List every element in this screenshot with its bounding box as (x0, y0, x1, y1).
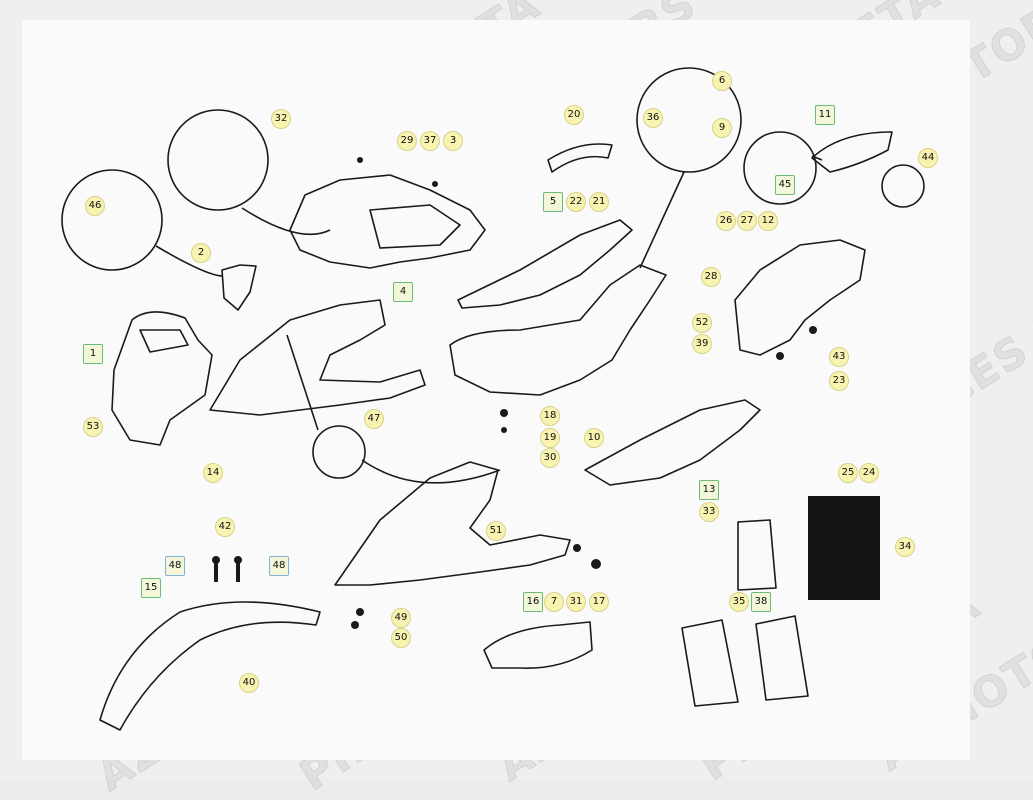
part-label: 4 (393, 282, 413, 302)
part-label: 27 (737, 211, 757, 231)
part-label: 36 (643, 108, 663, 128)
part-label: 42 (215, 517, 235, 537)
part-label: 29 (397, 131, 417, 151)
part-label: 11 (815, 105, 835, 125)
detail-circle-36 (636, 67, 742, 173)
part-label: 48 (165, 556, 185, 576)
grab-handle-20 (547, 143, 613, 173)
part-label: 2 (191, 243, 211, 263)
part-label: 44 (918, 148, 938, 168)
diagram-area (22, 20, 970, 760)
part-label: 50 (391, 628, 411, 648)
side-panel-5 (457, 219, 633, 309)
part-label: 52 (692, 313, 712, 333)
detail-circle-46 (61, 169, 163, 271)
part-label: 5 (543, 192, 563, 212)
bag-38 (755, 615, 809, 701)
part-label: 43 (829, 347, 849, 367)
part-label: 34 (895, 537, 915, 557)
part-label: 18 (540, 406, 560, 426)
detail-circle-44 (881, 164, 925, 208)
part-label: 10 (584, 428, 604, 448)
part-label: 37 (420, 131, 440, 151)
part-label: 12 (758, 211, 778, 231)
front-fender-15 (99, 601, 321, 731)
part-label: 22 (566, 192, 586, 212)
part-label: 20 (564, 105, 584, 125)
part-label: 51 (486, 521, 506, 541)
tank-cover-3 (289, 174, 486, 269)
part-label: 33 (699, 502, 719, 522)
leader-36 (639, 171, 685, 269)
mudguard-17 (483, 621, 593, 669)
part-label: 16 (523, 592, 543, 612)
part-label: 13 (699, 480, 719, 500)
part-label: 14 (203, 463, 223, 483)
part-label: 38 (751, 592, 771, 612)
exploded-parts-diagram (22, 20, 970, 760)
seat-10 (449, 264, 667, 396)
radiator-shroud-4 (209, 299, 426, 416)
detail-circle-32 (167, 109, 269, 211)
side-panel-13 (584, 399, 761, 486)
bag-33 (737, 519, 777, 591)
bracket-2 (221, 264, 257, 311)
part-label: 24 (859, 463, 879, 483)
part-label: 49 (391, 608, 411, 628)
diagram-canvas: AZMOTORSPIECES BETAAZMOTORSPIECES BETAAZ… (22, 0, 1033, 800)
headlight-mask-1 (111, 311, 213, 446)
part-label: 9 (712, 118, 732, 138)
leader-47a (286, 334, 319, 431)
detail-circle-47 (312, 425, 366, 479)
part-label: 35 (729, 592, 749, 612)
mask-visor (139, 329, 189, 353)
part-label: 46 (85, 196, 105, 216)
part-label: 39 (692, 334, 712, 354)
part-label: 45 (775, 175, 795, 195)
part-label: 30 (540, 448, 560, 468)
part-label: 28 (701, 267, 721, 287)
part-label: 47 (364, 409, 384, 429)
bag-35 (681, 619, 739, 707)
part-label: 32 (271, 109, 291, 129)
part-label: 15 (141, 578, 161, 598)
tail-cover-11 (811, 131, 893, 173)
part-label: 6 (712, 71, 732, 91)
tank-cover-inner (369, 204, 461, 249)
part-label: 3 (443, 131, 463, 151)
part-label: 25 (838, 463, 858, 483)
part-label: 40 (239, 673, 259, 693)
fork-guard-16 (334, 461, 571, 586)
rear-fender-12 (734, 239, 866, 356)
manual-34 (808, 496, 880, 600)
part-label: 19 (540, 428, 560, 448)
part-label: 23 (829, 371, 849, 391)
leader-46 (155, 245, 223, 277)
part-label: 26 (716, 211, 736, 231)
hardware (212, 157, 817, 629)
part-label: 21 (589, 192, 609, 212)
leader-32 (241, 207, 331, 236)
part-label: 53 (83, 417, 103, 437)
part-label: 1 (83, 344, 103, 364)
part-label: 17 (589, 592, 609, 612)
part-label: 7 (544, 592, 564, 612)
part-label: 31 (566, 592, 586, 612)
part-label: 48 (269, 556, 289, 576)
detail-circle-45 (743, 131, 817, 205)
